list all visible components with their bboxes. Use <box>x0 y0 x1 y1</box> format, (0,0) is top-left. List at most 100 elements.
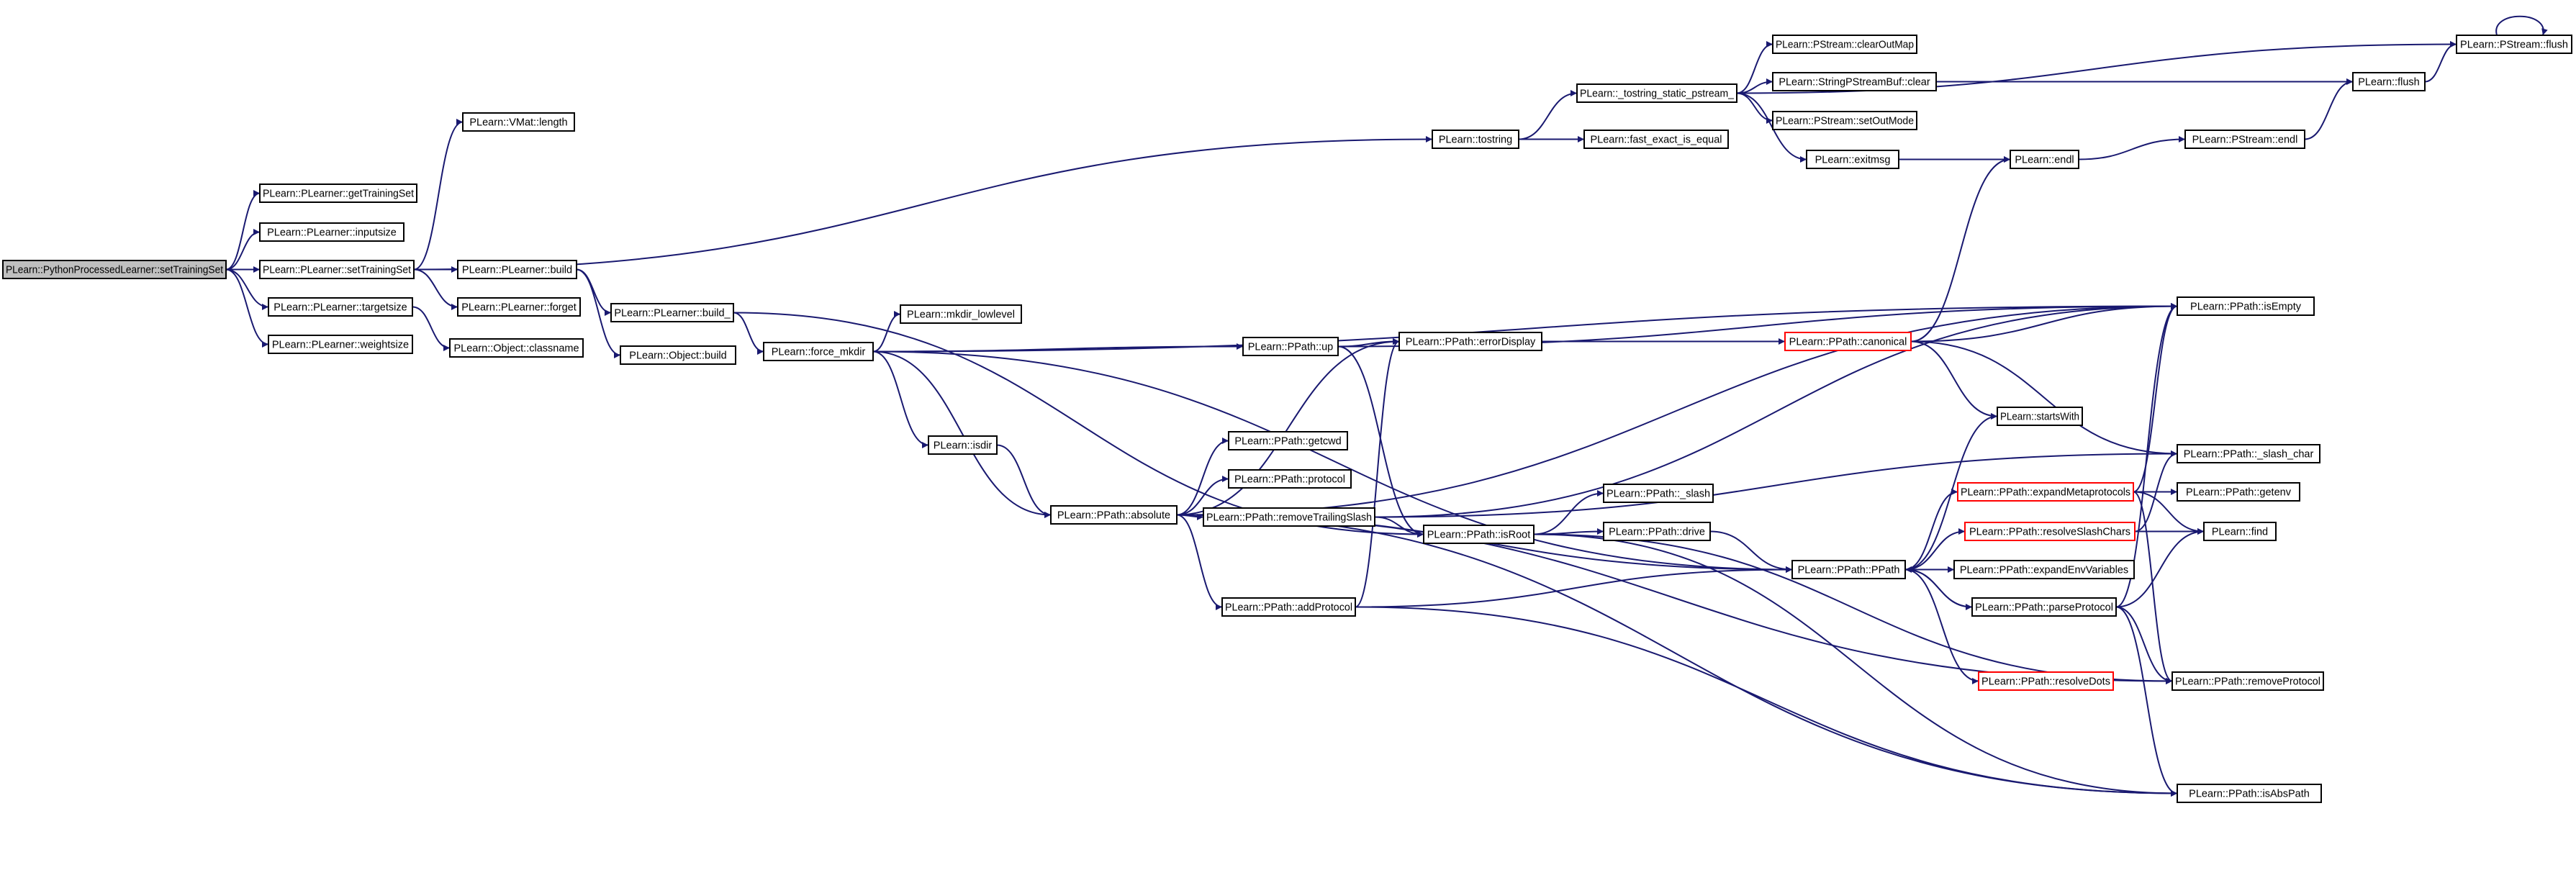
node-exitmsg[interactable]: PLearn::exitmsg <box>1806 150 1899 169</box>
node-setTrainingSet[interactable]: PLearn::PLearner::setTrainingSet <box>259 260 415 279</box>
node-errorDisplay[interactable]: PLearn::PPath::errorDisplay <box>1398 332 1542 351</box>
node-box <box>259 260 415 279</box>
edge-expandMetaprotocols-to-find <box>2133 491 2205 535</box>
node-label: PLearn::startsWith <box>2000 412 2079 423</box>
node-getcwd[interactable]: PLearn::PPath::getcwd <box>1228 431 1348 450</box>
node-label: PLearn::PPath::parseProtocol <box>1975 602 2113 614</box>
node-drive[interactable]: PLearn::PPath::drive <box>1603 522 1711 541</box>
node-box <box>268 297 413 317</box>
node-tostringStatic[interactable]: PLearn::_tostring_static_pstream_ <box>1576 83 1737 103</box>
node-objBuild[interactable]: PLearn::Object::build <box>620 345 736 365</box>
node-ppath[interactable]: PLearn::PPath::PPath <box>1791 560 1906 579</box>
node-build_[interactable]: PLearn::PLearner::build_ <box>610 303 734 322</box>
node-build[interactable]: PLearn::PLearner::build <box>457 260 577 279</box>
node-tostring[interactable]: PLearn::tostring <box>1432 130 1519 149</box>
edge-parseProtocol-to-isAbsPath <box>2115 606 2178 797</box>
node-box <box>462 112 575 132</box>
node-root[interactable]: PLearn::PythonProcessedLearner::setTrain… <box>2 260 227 279</box>
node-label: PLearn::PLearner::build <box>462 265 572 276</box>
node-up[interactable]: PLearn::PPath::up <box>1242 337 1339 356</box>
node-removeTrailingSlash[interactable]: PLearn::PPath::removeTrailingSlash <box>1203 507 1375 527</box>
edge-removeTrailingSlash-to-slashChar <box>1374 450 2178 518</box>
node-resolveSlashChars[interactable]: PLearn::PPath::resolveSlashChars <box>1964 522 2136 541</box>
node-box <box>1228 431 1348 450</box>
node-box <box>900 304 1022 324</box>
node-box <box>1784 332 1912 351</box>
edge-forceMkdir-to-isdir <box>872 350 929 448</box>
node-absolute[interactable]: PLearn::PPath::absolute <box>1050 505 1178 525</box>
node-box <box>2177 296 2315 316</box>
node-label: PLearn::PPath::isAbsPath <box>2189 789 2310 800</box>
edge-canonical-to-endl <box>1910 156 2011 343</box>
edge-targetsize-to-classname <box>412 306 451 351</box>
node-box <box>1432 130 1519 149</box>
edge-pstreamFlush-to-pstreamFlush <box>2495 15 2548 36</box>
node-vmatLength[interactable]: PLearn::VMat::length <box>462 112 575 132</box>
node-box <box>457 297 581 317</box>
node-clearOutMap[interactable]: PLearn::PStream::clearOutMap <box>1772 35 1917 54</box>
edge-root-to-weightsize <box>225 268 269 348</box>
node-flush[interactable]: PLearn::flush <box>2352 72 2426 91</box>
node-parseProtocol[interactable]: PLearn::PPath::parseProtocol <box>1971 597 2117 617</box>
edge-addProtocol-to-isAbsPath <box>1355 606 2178 797</box>
node-slash[interactable]: PLearn::PPath::_slash <box>1603 484 1714 503</box>
node-endl[interactable]: PLearn::endl <box>2010 150 2079 169</box>
node-isdir[interactable]: PLearn::isdir <box>928 435 998 455</box>
node-expandEnvVariables[interactable]: PLearn::PPath::expandEnvVariables <box>1953 560 2135 579</box>
node-startsWith[interactable]: PLearn::startsWith <box>1997 407 2083 426</box>
node-label: PLearn::Object::build <box>629 350 726 362</box>
node-targetsize[interactable]: PLearn::PLearner::targetsize <box>268 297 413 317</box>
node-canonical[interactable]: PLearn::PPath::canonical <box>1784 332 1912 351</box>
edge-forceMkdir-to-mkdirLowlevel <box>872 311 901 353</box>
node-label: PLearn::PPath::errorDisplay <box>1406 337 1536 348</box>
node-setOutMode[interactable]: PLearn::PStream::setOutMode <box>1772 111 1917 130</box>
node-weightsize[interactable]: PLearn::PLearner::weightsize <box>268 335 413 354</box>
node-isRoot[interactable]: PLearn::PPath::isRoot <box>1423 525 1535 544</box>
node-box <box>2177 482 2300 502</box>
edge-forceMkdir-to-ppath <box>872 350 1793 573</box>
edge-absolute-to-isEmpty <box>1176 303 2178 516</box>
node-label: PLearn::PStream::setOutMode <box>1776 116 1914 127</box>
edge-isdir-to-absolute <box>996 444 1052 518</box>
node-label: PLearn::PPath::isRoot <box>1427 530 1530 541</box>
node-removeProtocol[interactable]: PLearn::PPath::removeProtocol <box>2171 671 2324 691</box>
node-isEmpty[interactable]: PLearn::PPath::isEmpty <box>2177 296 2315 316</box>
node-forceMkdir[interactable]: PLearn::force_mkdir <box>763 342 874 361</box>
node-box <box>449 338 584 358</box>
node-protocol[interactable]: PLearn::PPath::protocol <box>1228 469 1352 489</box>
node-mkdirLowlevel[interactable]: PLearn::mkdir_lowlevel <box>900 304 1022 324</box>
node-pstreamFlush[interactable]: PLearn::PStream::flush <box>2456 35 2572 54</box>
node-addProtocol[interactable]: PLearn::PPath::addProtocol <box>1221 597 1356 617</box>
node-box <box>928 435 998 455</box>
node-pstreamEndl[interactable]: PLearn::PStream::endl <box>2184 130 2305 149</box>
node-label: PLearn::_tostring_static_pstream_ <box>1580 89 1735 100</box>
node-expandMetaprotocols[interactable]: PLearn::PPath::expandMetaprotocols <box>1957 482 2134 502</box>
edge-absolute-to-errorDisplay <box>1176 338 1400 516</box>
edge-expandMetaprotocols-to-isEmpty <box>2133 303 2178 493</box>
node-label: PLearn::PPath::getcwd <box>1234 436 1341 448</box>
node-box <box>610 303 734 322</box>
node-forget[interactable]: PLearn::PLearner::forget <box>457 297 581 317</box>
node-resolveDots[interactable]: PLearn::PPath::resolveDots <box>1978 671 2114 691</box>
node-box <box>1423 525 1535 544</box>
node-inputsize[interactable]: PLearn::PLearner::inputsize <box>259 222 405 242</box>
node-spbClear[interactable]: PLearn::StringPStreamBuf::clear <box>1772 72 1937 91</box>
node-find[interactable]: PLearn::find <box>2203 522 2277 541</box>
edge-forceMkdir-to-absolute <box>872 350 1052 518</box>
node-slashChar[interactable]: PLearn::PPath::_slash_char <box>2177 444 2320 463</box>
edge-build_-to-forceMkdir <box>733 312 764 355</box>
edge-build-to-objBuild <box>576 268 621 358</box>
node-box <box>2456 35 2572 54</box>
node-box <box>1957 482 2134 502</box>
node-box <box>1772 35 1917 54</box>
node-box <box>259 222 405 242</box>
edge-endl-to-pstreamEndl <box>2078 136 2186 160</box>
node-classname[interactable]: PLearn::Object::classname <box>449 338 584 358</box>
node-box <box>2010 150 2079 169</box>
node-fastExact[interactable]: PLearn::fast_exact_is_equal <box>1583 130 1729 149</box>
edge-isRoot-to-slash <box>1533 490 1604 535</box>
node-isAbsPath[interactable]: PLearn::PPath::isAbsPath <box>2177 784 2322 803</box>
node-getTrainingSet[interactable]: PLearn::PLearner::getTrainingSet <box>259 183 417 203</box>
node-label: PLearn::PPath::drive <box>1609 527 1705 538</box>
node-getenv[interactable]: PLearn::PPath::getenv <box>2177 482 2300 502</box>
